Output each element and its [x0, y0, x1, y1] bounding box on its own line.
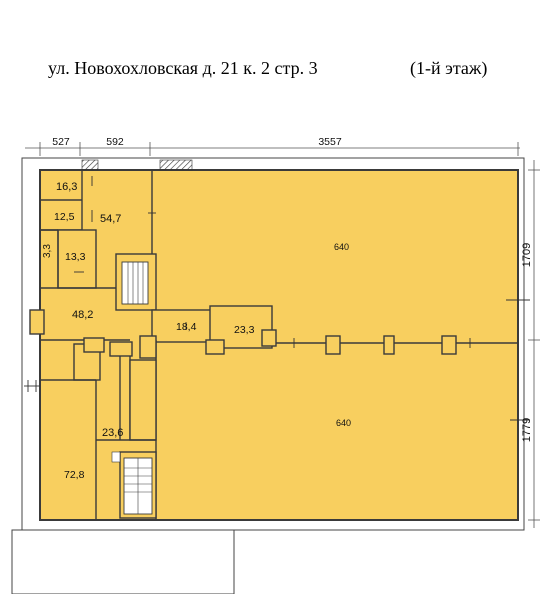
room-label-23-3: 23,3: [234, 324, 255, 336]
room-label-48-2: 48,2: [72, 309, 93, 321]
dim-right-lower: 1779: [521, 418, 533, 442]
room-label-640-top: 640: [334, 242, 349, 252]
dim-top-2: 592: [106, 136, 124, 148]
wall-ticks: [24, 176, 530, 421]
dim-top-3: 3557: [318, 136, 342, 148]
floor-text: (1-й этаж): [410, 58, 488, 78]
room-label-23-6: 23,6: [102, 427, 123, 439]
room-label-18-4: 18,4: [176, 321, 197, 333]
room-label-3-3: 3,3: [42, 244, 53, 258]
dimension-lines: [25, 142, 540, 528]
column-hatch-left: [81, 159, 99, 171]
dim-right-upper: 1709: [521, 243, 533, 267]
dim-top-1: 527: [52, 136, 70, 148]
room-label-16-3: 16,3: [56, 181, 77, 193]
column-hatch-mid: [159, 159, 193, 171]
room-label-12-5: 12,5: [54, 211, 75, 223]
room-label-640-bottom: 640: [336, 418, 351, 428]
annex-outline: [11, 529, 235, 594]
room-label-72-8: 72,8: [64, 469, 85, 481]
interior-walls: [29, 170, 518, 520]
room-label-13-3: 13,3: [65, 251, 86, 263]
plan-title: ул. Новохохловская д. 21 к. 2 стр. 3 (1-…: [0, 58, 550, 82]
address-text: ул. Новохохловская д. 21 к. 2 стр. 3: [48, 58, 318, 78]
room-label-54-7: 54,7: [100, 213, 121, 225]
